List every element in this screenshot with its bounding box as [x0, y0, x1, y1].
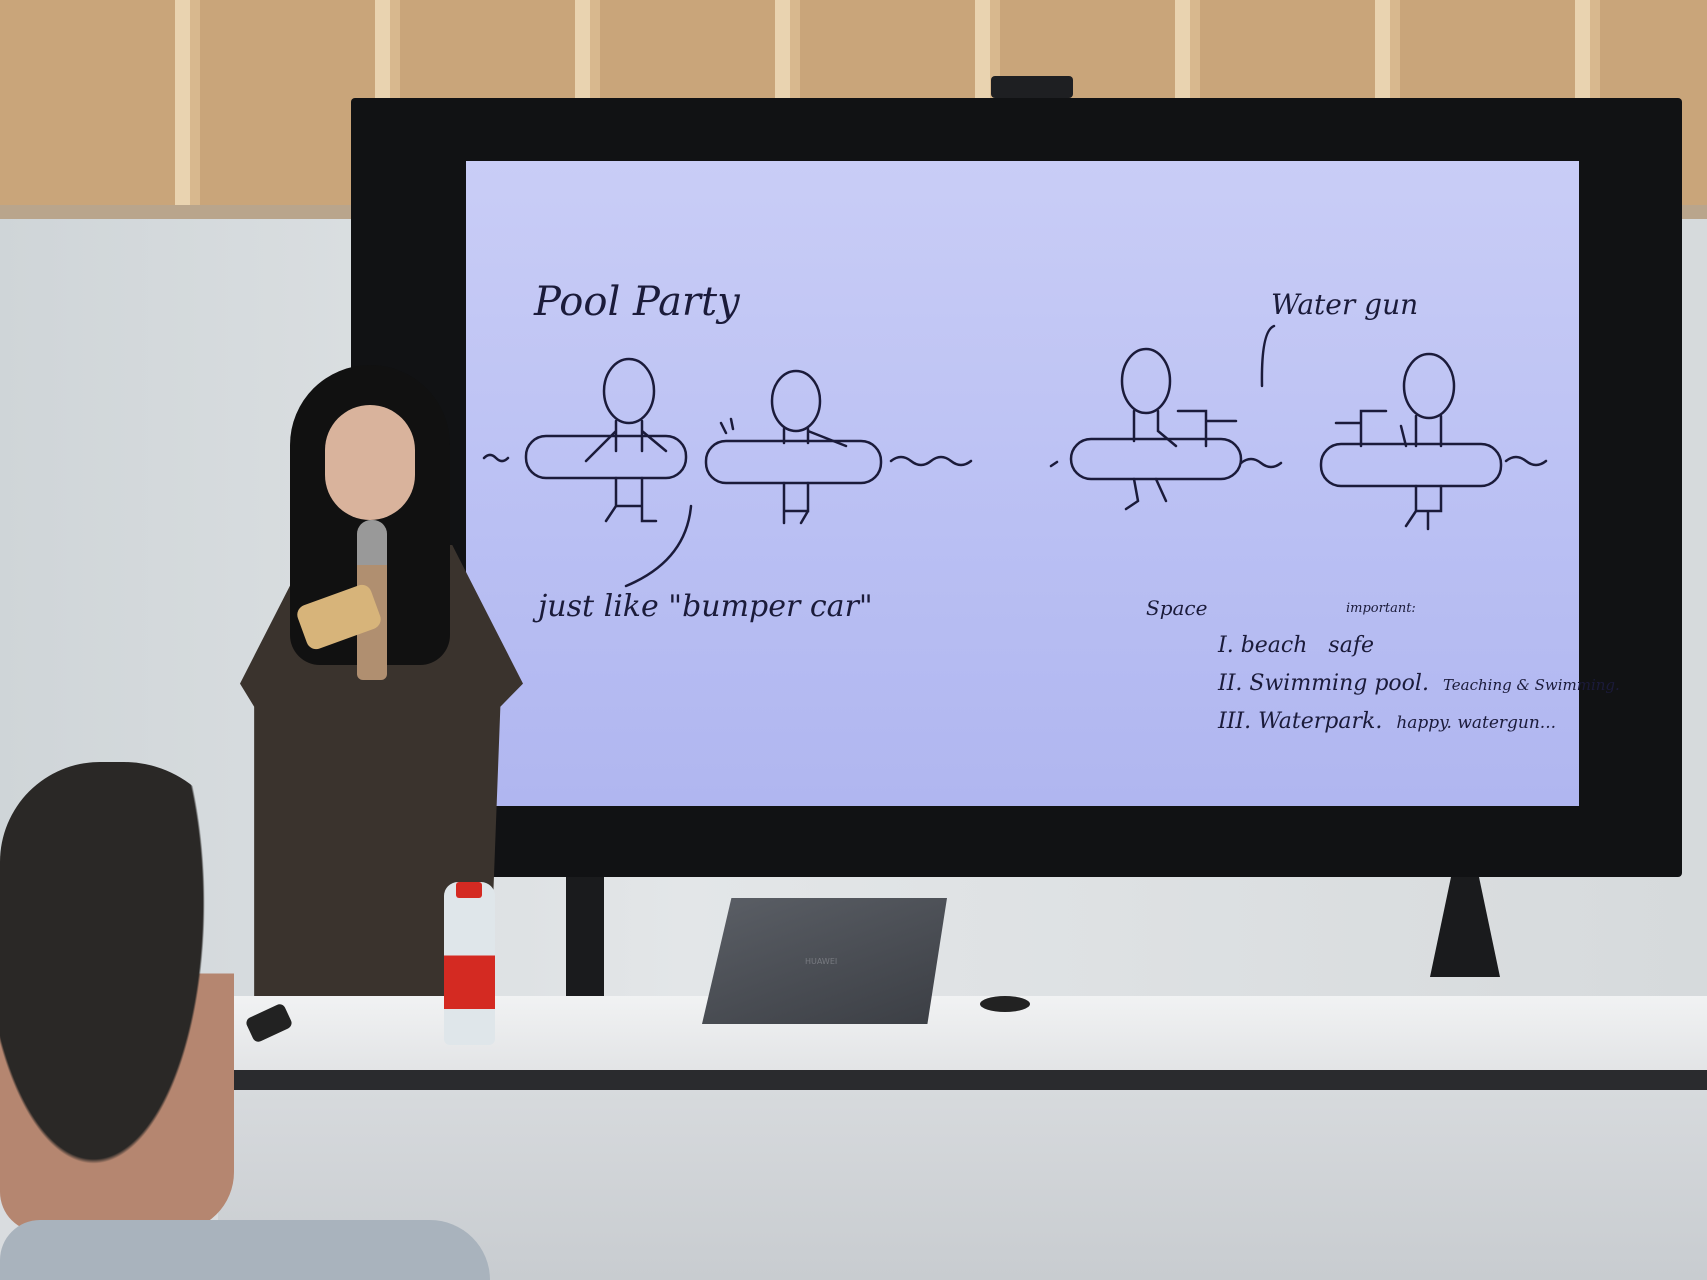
- watergun-label: Water gun: [1271, 288, 1419, 321]
- wireless-presenter-puck: [980, 996, 1030, 1012]
- item-place: Swimming pool: [1249, 671, 1422, 696]
- item-numeral: III: [1218, 709, 1245, 734]
- stick-figure-sketch: [482, 324, 1548, 588]
- item-place: Waterpark: [1258, 709, 1376, 734]
- audience-member-head: [0, 762, 234, 1232]
- item-note: safe: [1328, 633, 1374, 658]
- water-bottle: [444, 882, 495, 1045]
- presenter-face: [325, 405, 415, 520]
- space-item-3: III. Waterpark. happy. watergun...: [1218, 709, 1557, 734]
- figure-1: [524, 357, 688, 523]
- figure-4: [1319, 352, 1503, 531]
- watergun-pointer: [1260, 324, 1276, 388]
- item-note: happy. watergun...: [1396, 713, 1557, 733]
- bottle-cap: [456, 882, 482, 898]
- space-heading: Space: [1146, 596, 1208, 620]
- space-item-2: II. Swimming pool. Teaching & Swimming.: [1218, 671, 1620, 696]
- laptop: [702, 898, 947, 1024]
- caption-pointer: [624, 504, 693, 588]
- figure-3: [1069, 347, 1243, 511]
- bump-marks: [719, 417, 735, 435]
- display-stand-left: [566, 877, 604, 997]
- webcam: [991, 76, 1073, 98]
- item-numeral: II: [1218, 671, 1236, 696]
- figure-2: [704, 369, 883, 525]
- slide-title: Pool Party: [534, 279, 740, 325]
- item-note: Teaching & Swimming.: [1442, 676, 1620, 694]
- water-waves-right: [1239, 455, 1548, 469]
- item-numeral: I: [1218, 633, 1227, 658]
- item-place: beach: [1240, 633, 1308, 658]
- bumper-car-caption: just like "bumper car": [538, 589, 873, 624]
- water-waves: [482, 453, 1059, 468]
- laptop-logo: HUAWEI: [805, 957, 838, 966]
- audience-member-shirt: [0, 1220, 490, 1280]
- important-heading: important:: [1346, 601, 1416, 616]
- space-item-1: I. beach safe: [1218, 633, 1374, 658]
- presentation-screen: Pool Party Water gun just like "bumper c…: [466, 161, 1620, 806]
- table-edge: [218, 1070, 1707, 1090]
